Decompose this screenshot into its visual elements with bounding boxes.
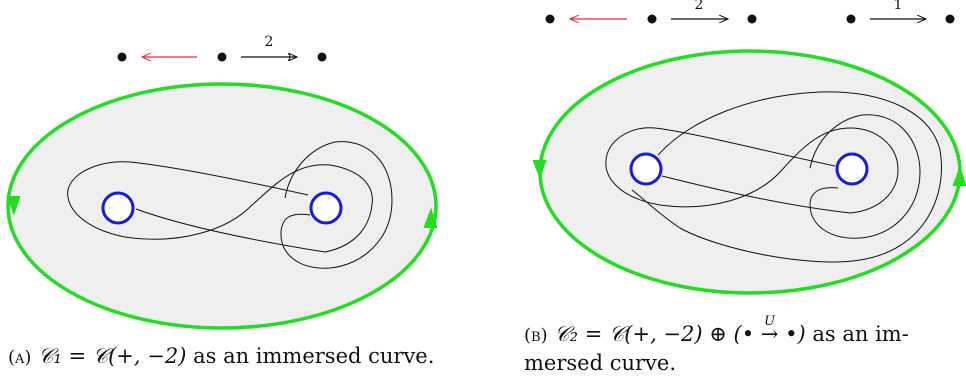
complex-generator-dot [545, 14, 555, 24]
arrow-over-label: U [764, 314, 776, 329]
immersed-curve [67, 141, 393, 269]
boundary-arrow-up [952, 165, 966, 187]
boundary-arrow-down [532, 159, 547, 180]
puncture-circle-right [835, 152, 869, 186]
arrow-label: 2 [264, 34, 274, 50]
boundary-arrow-down [6, 195, 21, 216]
figure-a: 2 (a) 𝒞₁ = 𝒞(+, −2) as an immersed curve… [0, 0, 470, 383]
caption-text: as an immersed curve. [193, 344, 435, 368]
complex-generator-dot [846, 14, 856, 24]
puncture-circle-right [309, 191, 343, 225]
boundary-ellipse [538, 49, 962, 295]
puncture-circle-left [629, 152, 663, 186]
caption-math-end: •) [785, 322, 806, 346]
caption-b-line2: mersed curve. [524, 351, 676, 375]
figure-b: 2 1 (b) 𝒞₂ = 𝒞(+, −2) ⊕ (• U→ •) as an i… [520, 0, 966, 383]
complex-generator-dot [647, 14, 657, 24]
complex-generator-dot [217, 52, 227, 62]
caption-label: (b) [524, 325, 548, 346]
arrow-label: 1 [893, 0, 903, 13]
labeled-arrow: U→ [760, 314, 779, 349]
caption-arrow: → [760, 322, 779, 346]
caption-math: 𝒞₂ = 𝒞(+, −2) ⊕ (• [554, 322, 755, 346]
puncture-circle-left [101, 191, 135, 225]
complex-generator-dot [317, 52, 327, 62]
boundary-ellipse [6, 82, 438, 330]
figure-a-drawing [6, 52, 438, 330]
caption-text: as an im- [812, 322, 909, 346]
complex-generator-dot [945, 14, 955, 24]
caption-math: 𝒞₁ = 𝒞(+, −2) [38, 344, 187, 368]
caption-a: (a) 𝒞₁ = 𝒞(+, −2) as an immersed curve. [8, 342, 434, 372]
immersed-curve [605, 91, 942, 263]
figure-b-drawing [532, 14, 966, 295]
caption-b: (b) 𝒞₂ = 𝒞(+, −2) ⊕ (• U→ •) as an im- [524, 314, 909, 350]
complex-generator-dot [117, 52, 127, 62]
caption-label: (a) [8, 347, 32, 368]
arrow-label: 2 [694, 0, 704, 13]
complex-generator-dot [747, 14, 757, 24]
boundary-arrow-up [423, 207, 438, 229]
